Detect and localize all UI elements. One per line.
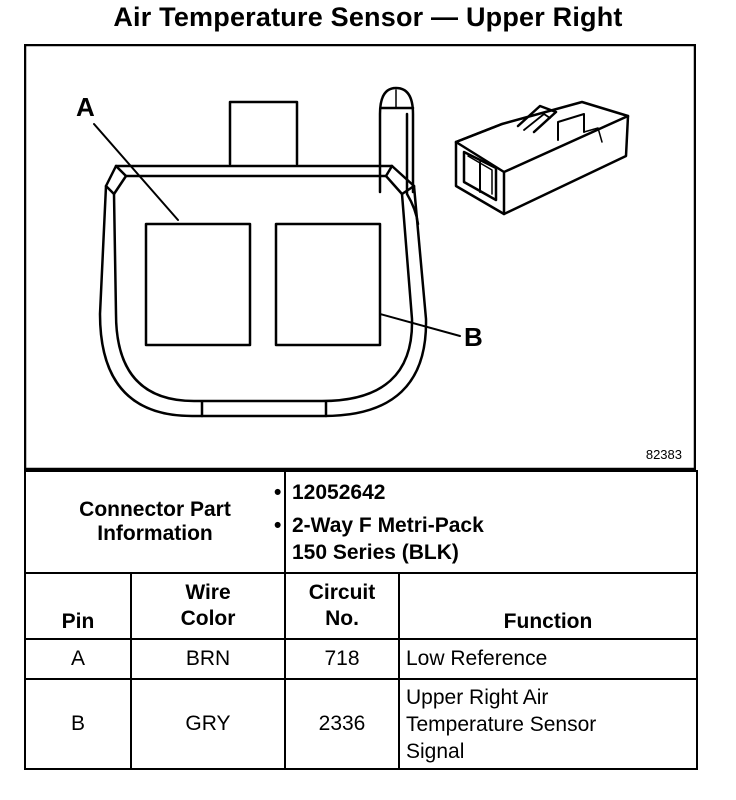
pin-label-a: A <box>76 92 95 122</box>
connector-description-line1: 2-Way F Metri-Pack <box>274 512 690 539</box>
connector-diagram: A B 82383 <box>24 44 696 470</box>
connector-info-details: 12052642 2-Way F Metri-Pack 150 Series (… <box>274 470 698 574</box>
table-header-row: Pin Wire Color Circuit No. Function <box>24 572 698 640</box>
part-number: 12052642 <box>274 479 690 506</box>
connector-info-heading: Connector Part Information <box>24 470 286 574</box>
connector-isometric <box>454 100 630 216</box>
cavity-b <box>274 222 382 347</box>
pin-cell: B <box>24 678 132 770</box>
header-pin: Pin <box>24 572 132 640</box>
cavity-a <box>144 222 252 347</box>
header-circuit-line2: No. <box>325 607 359 630</box>
connector-tab <box>228 100 299 166</box>
figure-reference-number: 82383 <box>645 447 682 462</box>
pin-cell: A <box>24 638 132 680</box>
connector-info-heading-line1: Connector Part <box>79 498 231 521</box>
leader-a <box>93 123 179 221</box>
connector-description-line2: 150 Series (BLK) <box>292 540 459 564</box>
leader-b <box>379 313 461 337</box>
page-title: Air Temperature Sensor — Upper Right <box>113 2 623 32</box>
header-circuit-line1: Circuit <box>308 581 376 604</box>
header-circuit: Circuit No. <box>284 572 400 640</box>
header-wire-color: Wire Color <box>130 572 286 640</box>
function-line: Upper Right Air <box>406 685 549 709</box>
table-row: A BRN 718 Low Reference <box>24 638 698 680</box>
function-line: Signal <box>406 739 465 763</box>
wire-color-cell: BRN <box>130 638 286 680</box>
header-wire-color-line2: Color <box>180 607 236 630</box>
wire-color-cell: GRY <box>130 678 286 770</box>
connector-info-row: Connector Part Information 12052642 2-Wa… <box>24 470 698 574</box>
header-function: Function <box>398 572 698 640</box>
connector-drawing <box>24 44 696 470</box>
header-function-label: Function <box>503 610 593 633</box>
connector-body <box>98 164 428 418</box>
pin-label-b: B <box>464 322 483 352</box>
circuit-cell: 2336 <box>284 678 400 770</box>
header-pin-label: Pin <box>61 610 95 633</box>
circuit-cell: 718 <box>284 638 400 680</box>
connector-info-heading-line2: Information <box>97 522 213 545</box>
connector-table: Connector Part Information 12052642 2-Wa… <box>24 470 698 770</box>
connector-latch <box>378 86 415 194</box>
function-cell: Low Reference <box>398 638 698 680</box>
function-cell: Upper Right Air Temperature Sensor Signa… <box>398 678 698 770</box>
function-line: Temperature Sensor <box>406 712 597 736</box>
header-wire-color-line1: Wire <box>185 581 231 604</box>
table-row: B GRY 2336 Upper Right Air Temperature S… <box>24 678 698 770</box>
